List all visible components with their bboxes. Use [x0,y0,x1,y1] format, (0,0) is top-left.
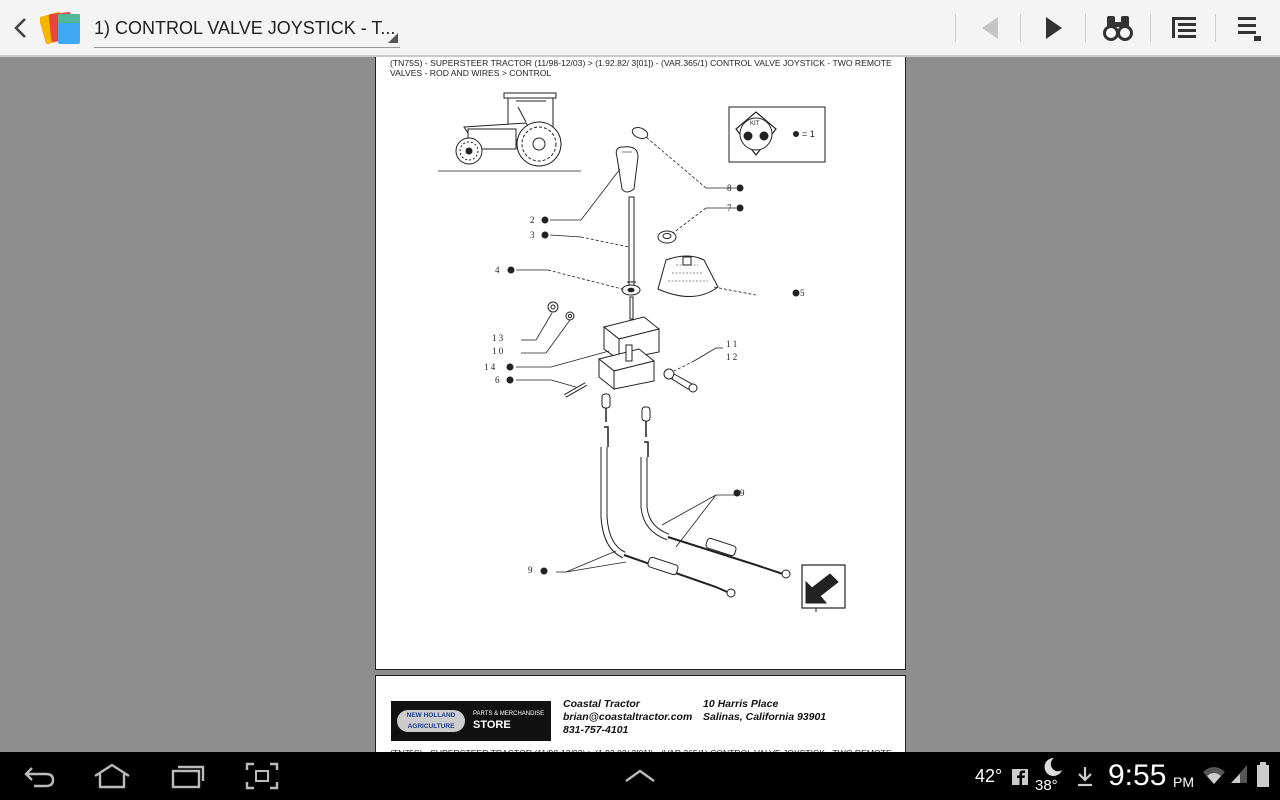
wifi-icon [1202,764,1226,791]
app-bar: 1) CONTROL VALVE JOYSTICK - T... [0,0,1280,57]
logo-big-text: STORE [473,719,511,731]
clock-ampm: PM [1173,774,1194,790]
callout-14: 1 4 [484,362,496,372]
toolbar-divider [955,14,956,42]
system-bar: 42° 38° 9:55 PM [0,752,1280,800]
control-cables [600,393,817,612]
nav-back-icon[interactable] [22,762,56,795]
next-icon[interactable] [1032,10,1076,46]
download-icon [1076,765,1094,792]
control-rod [621,196,641,320]
dealer-email: brian@coastaltractor.com [563,711,693,723]
nav-home-icon[interactable] [92,762,132,795]
callout-dots [506,184,800,575]
new-holland-badge: NEW HOLLAND AGRICULTURE [397,710,465,732]
back-arrow-icon[interactable] [8,14,34,42]
document-title-dropdown[interactable]: 1) CONTROL VALVE JOYSTICK - T... [94,10,400,48]
recent-apps-icon[interactable] [170,762,206,795]
moon-icon [1040,756,1064,783]
document-title: 1) CONTROL VALVE JOYSTICK - T... [94,18,396,38]
callout-2: 2 [530,215,535,225]
new-holland-store-logo: NEW HOLLAND AGRICULTURE PARTS & MERCHAND… [391,701,551,741]
dropdown-caret-icon [388,33,398,43]
joystick-knob [615,146,639,193]
weather-low-temp: 38° [1035,777,1058,794]
kit-label: KIT [750,121,760,127]
battery-icon [1256,762,1270,793]
page-breadcrumb: (TN75S) - SUPERSTEER TRACTOR (11/98-12/0… [390,58,892,78]
previous-icon[interactable] [968,10,1012,46]
screenshot-icon[interactable] [245,762,279,795]
pdf-page-2[interactable]: NEW HOLLAND AGRICULTURE PARTS & MERCHAND… [375,675,906,765]
clock-time: 9:55 [1108,759,1167,792]
callout-10: 1 0 [492,346,504,356]
parts-diagram: KIT = 1 [438,92,846,612]
toolbar-divider [1215,14,1216,42]
callout-9-right: 9 [740,488,745,498]
arrow-next-icon [801,564,846,609]
callout-13: 1 3 [492,333,504,343]
kit-legend: KIT = 1 [728,106,826,163]
weather-temp: 42° [975,766,1003,786]
dealer-street: 10 Harris Place [703,698,779,710]
tractor-illustration [438,92,581,172]
dealer-phone: 831-757-4101 [563,724,629,736]
pdf-page[interactable]: (TN75S) - SUPERSTEER TRACTOR (11/98-12/0… [375,57,906,670]
bracket-block [597,316,661,391]
callout-5: 5 [800,288,805,298]
dealer-city: Salinas, California 93901 [703,711,827,723]
toolbar-divider [1150,14,1151,42]
callout-leaders [516,136,757,573]
callout-8: 8 [727,183,732,193]
dealer-name: Coastal Tractor [563,698,640,710]
facebook-icon [1012,769,1028,790]
overflow-menu-icon[interactable] [1226,10,1270,46]
callout-6: 6 [495,375,500,385]
outline-icon[interactable] [1162,10,1206,46]
callout-3: 3 [530,230,535,240]
app-logo-icon[interactable] [39,8,84,48]
callout-12: 1 2 [726,352,737,362]
rubber-boot [657,255,719,298]
callout-7: 7 [727,203,732,213]
callout-4: 4 [495,265,500,275]
logo-small-text: PARTS & MERCHANDISE [473,711,545,717]
toolbar-divider [1020,14,1021,42]
signal-icon [1230,764,1248,789]
callout-11: 1 1 [726,339,737,349]
toolbar-divider [1085,14,1086,42]
callout-9-left: 9 [528,565,533,575]
binoculars-icon[interactable] [1096,10,1140,46]
chevron-up-icon[interactable] [624,768,656,789]
kit-legend-text: = 1 [802,129,815,139]
